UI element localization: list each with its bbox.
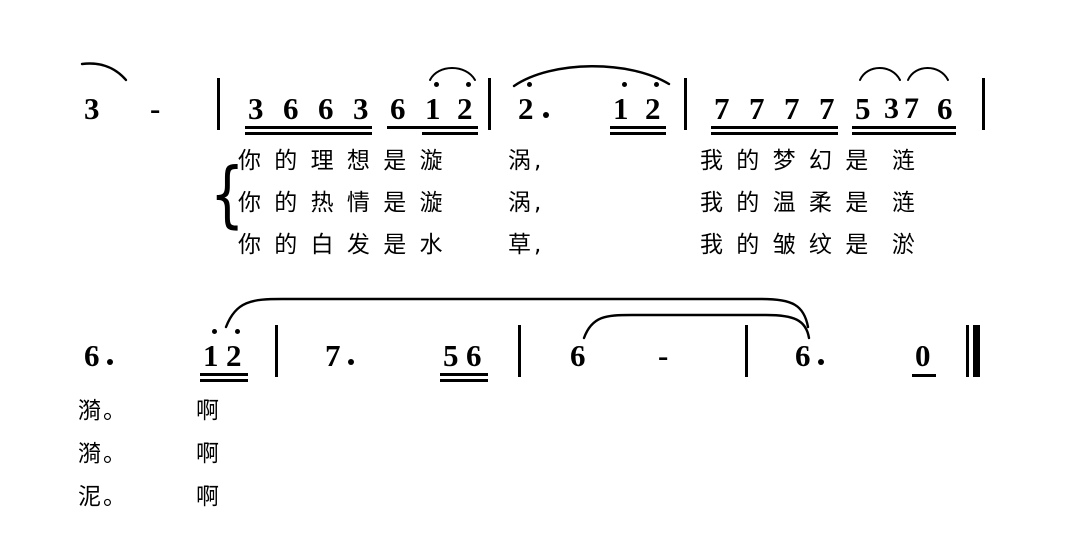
augmentation-dot-s2-m5-n1 <box>348 359 354 365</box>
beam-s1-m3-b2 <box>852 132 956 135</box>
lyric-s2-v1-right: 啊 <box>196 398 221 424</box>
barline-s1-3 <box>684 78 687 130</box>
note-s1-m0-n2: - <box>150 91 161 126</box>
augmentation-dot-s2-m7-n1 <box>818 359 824 365</box>
octave-dot-s2-m4-n3 <box>235 329 240 334</box>
beam-s1-m1-b2 <box>422 132 478 135</box>
lyric-s2-v2-right: 啊 <box>196 441 221 467</box>
note-s1-m3-n1: 7 <box>714 91 730 126</box>
lyric-s1-v3-right: 我 的 皱 纹 是 淤 <box>700 232 918 258</box>
note-s1-m2-n2: 1 <box>613 91 629 126</box>
slur-s2-outer <box>224 297 810 329</box>
note-s2-m6-n2: - <box>658 338 669 373</box>
lyric-s2-v3-right: 啊 <box>196 484 221 510</box>
beam-s2-m4-2 <box>200 379 248 382</box>
lyric-s2-v3-left: 泥。 <box>78 484 128 510</box>
note-s1-m1-n3: 6 <box>318 91 334 126</box>
slur-s2-inner <box>582 313 811 340</box>
note-s2-m6-n1: 6 <box>570 338 586 373</box>
lyric-s1-v3-left: 你 的 白 发 是 水 <box>238 232 446 258</box>
lyric-s1-v2-mid: 涡, <box>508 190 545 216</box>
lyric-s1-v2-right: 我 的 温 柔 是 涟 <box>700 190 918 216</box>
barline-s2-2 <box>518 325 521 377</box>
beam-s1-m1-a2 <box>245 132 372 135</box>
barline-s1-4 <box>982 78 985 130</box>
lyric-s2-v1-left: 漪。 <box>78 398 128 424</box>
lyrics-brace-s1: { <box>210 152 245 236</box>
note-s2-m4-n3: 2 <box>226 338 242 373</box>
octave-dot-s1-m2-n3 <box>654 82 659 87</box>
barline-s2-1 <box>275 325 278 377</box>
note-s2-m4-n1: 6 <box>84 338 100 373</box>
beam-s2-m7-rest <box>912 374 936 377</box>
octave-dot-s1-m2-n2 <box>622 82 627 87</box>
note-s1-m1-n7: 2 <box>457 91 473 126</box>
note-s2-m5-n3: 6 <box>466 338 482 373</box>
note-s1-m0-n1: 3 <box>84 91 100 126</box>
beam-s1-m3-a2 <box>711 132 838 135</box>
octave-dot-s1-m1-n6 <box>434 82 439 87</box>
note-s1-m3-n4: 7 <box>819 91 835 126</box>
slur-s1-m1-b <box>429 67 476 81</box>
barline-s1-2 <box>488 78 491 130</box>
slur-s1-m3-76 <box>907 67 949 81</box>
note-s1-m1-n5: 6 <box>390 91 406 126</box>
note-s2-m5-n2: 5 <box>443 338 459 373</box>
beam-s1-m3-a1 <box>711 126 838 129</box>
beam-s1-m1-a1 <box>245 126 372 129</box>
lyric-s1-v1-mid: 涡, <box>508 148 545 174</box>
note-s1-m1-n6: 1 <box>425 91 441 126</box>
note-s1-m2-n3: 2 <box>645 91 661 126</box>
note-s1-m3-n3: 7 <box>784 91 800 126</box>
barline-s2-3 <box>745 325 748 377</box>
note-s2-m5-n1: 7 <box>325 338 341 373</box>
note-s1-m1-n2: 6 <box>283 91 299 126</box>
note-s1-m3-n8: 6 <box>937 91 953 126</box>
beam-s2-m5-1 <box>440 373 488 376</box>
octave-dot-s1-m2-n1 <box>527 82 532 87</box>
augmentation-dot-s1-m2-n1 <box>543 112 549 118</box>
final-double-barline <box>966 325 982 377</box>
octave-dot-s1-m1-n7 <box>466 82 471 87</box>
barline-s1-1 <box>217 78 220 130</box>
slur-s1-m2-long <box>512 65 671 88</box>
note-s1-m2-n1: 2 <box>518 91 534 126</box>
beam-s2-m4-1 <box>200 373 248 376</box>
lyric-s2-v2-left: 漪。 <box>78 441 128 467</box>
beam-s1-m3-b1 <box>852 126 956 129</box>
slur-s1-m3-53 <box>859 67 901 81</box>
note-s1-m3-n6: 3 <box>884 92 899 125</box>
note-s1-m3-n7: 7 <box>904 92 919 125</box>
lyric-s1-v1-left: 你 的 理 想 是 漩 <box>238 148 446 174</box>
note-s2-m4-n2: 1 <box>203 338 219 373</box>
augmentation-dot-s2-m4-n1 <box>107 359 113 365</box>
note-s1-m3-n2: 7 <box>749 91 765 126</box>
note-s2-m7-n1: 6 <box>795 338 811 373</box>
lyric-s1-v1-right: 我 的 梦 幻 是 涟 <box>700 148 918 174</box>
octave-dot-s2-m4-n2 <box>212 329 217 334</box>
note-s1-m1-n1: 3 <box>248 91 264 126</box>
note-s1-m1-n4: 3 <box>353 91 369 126</box>
beam-s1-m2-2 <box>610 132 666 135</box>
note-s1-m3-n5: 5 <box>855 91 871 126</box>
tie-in-slur-icon <box>80 62 128 82</box>
beam-s1-m1-b1 <box>387 126 478 129</box>
beam-s1-m2-1 <box>610 126 666 129</box>
lyric-s1-v3-mid: 草, <box>508 232 545 258</box>
lyric-s1-v2-left: 你 的 热 情 是 漩 <box>238 190 446 216</box>
beam-s2-m5-2 <box>440 379 488 382</box>
note-s2-m7-n2: 0 <box>915 338 931 373</box>
final-barline-thick <box>973 325 980 377</box>
final-barline-thin <box>966 325 969 377</box>
